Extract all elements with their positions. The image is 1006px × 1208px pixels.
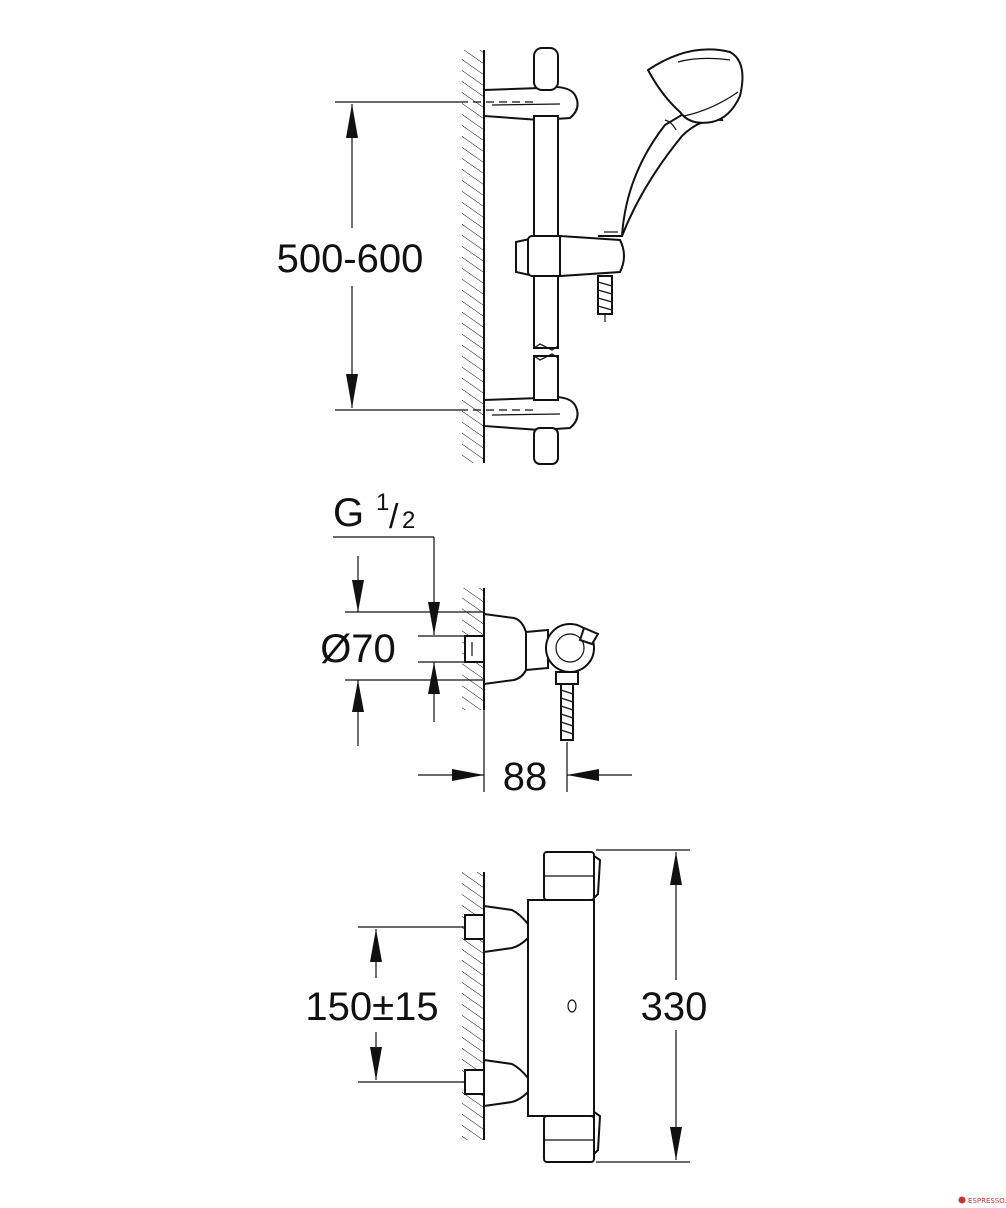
rail-tube	[533, 115, 559, 349]
label-depth: 88	[503, 755, 548, 799]
label-thread-g: G	[333, 491, 364, 535]
watermark-text: ESPRESSO.RU	[968, 1197, 1006, 1205]
lower-inlet-fitting	[464, 1069, 486, 1095]
label-inlet-spacing: 150±15	[305, 985, 438, 1029]
mixer-body-front	[527, 899, 595, 1117]
dimension-height: 330	[596, 849, 708, 1163]
watermark-logo: ESPRESSO.RU	[958, 1196, 1006, 1205]
dimension-diameter: Ø70	[320, 556, 484, 746]
dimension-rail-spacing: 500-600	[277, 101, 534, 411]
wall-hatch-bottom	[462, 872, 484, 1140]
label-thread-den: 2	[402, 507, 415, 534]
mixer-body-side	[483, 612, 527, 686]
svg-text:/: /	[389, 498, 399, 536]
upper-wall-bracket	[483, 85, 579, 122]
upper-inlet-fitting	[464, 914, 486, 940]
shower-rail-view: 500-600	[277, 47, 744, 465]
rail-tube-top-cap	[533, 47, 559, 91]
bottom-handle	[543, 1115, 595, 1163]
rail-tube-bottom-cap	[533, 427, 559, 465]
lower-wall-bracket	[483, 395, 579, 432]
label-height: 330	[641, 985, 708, 1029]
label-rail-spacing: 500-600	[277, 237, 424, 281]
label-thread-num: 1	[376, 489, 389, 516]
hose-connector-side	[555, 671, 579, 685]
dimension-thread: G 1 / 2	[333, 489, 465, 722]
label-diameter: Ø70	[320, 627, 396, 671]
dimension-inlet-spacing: 150±15	[305, 926, 465, 1083]
inlet-fitting-side	[464, 635, 486, 663]
wall-hatch-top	[462, 50, 484, 463]
dimension-depth: 88	[418, 710, 632, 799]
front-view: 150±15 330	[305, 849, 708, 1163]
side-view: G 1 / 2 Ø70	[320, 489, 632, 799]
